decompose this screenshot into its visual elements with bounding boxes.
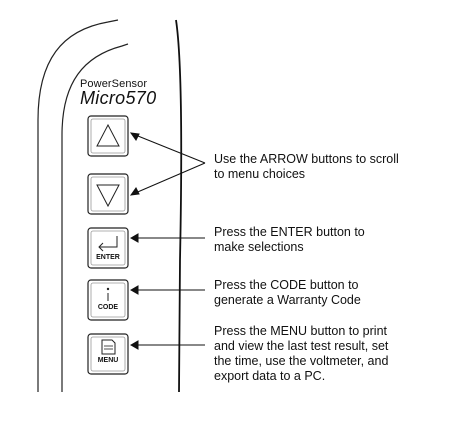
down-arrow-button[interactable]	[87, 173, 129, 215]
menu-button-label: MENU	[97, 357, 119, 364]
code-callout-line2: generate a Warranty Code	[214, 293, 361, 307]
enter-button[interactable]	[87, 227, 129, 269]
enter-button-label: ENTER	[96, 254, 120, 261]
code-callout-line1: Press the CODE button to	[214, 278, 359, 292]
enter-callout-line1: Press the ENTER button to	[214, 225, 365, 239]
arrow-callout-line1: Use the ARROW buttons to scroll	[214, 152, 399, 166]
code-button-label: CODE	[97, 304, 119, 311]
menu-callout-line4: export data to a PC.	[214, 369, 326, 383]
device-right-edge	[175, 19, 183, 393]
enter-callout-line2: make selections	[214, 240, 304, 254]
code-callout: Press the CODE button to generate a Warr…	[214, 278, 361, 308]
menu-button[interactable]	[87, 333, 129, 375]
code-button[interactable]	[87, 279, 129, 321]
up-triangle-icon	[96, 123, 120, 147]
callout-leader-lines	[129, 132, 206, 350]
menu-callout-line2: and view the last test result, set	[214, 339, 389, 353]
down-triangle-icon	[96, 184, 120, 208]
enter-callout: Press the ENTER button to make selection…	[214, 225, 365, 255]
device-inner-edge	[61, 43, 129, 392]
device-outer-edge	[37, 19, 119, 392]
menu-callout-line1: Press the MENU button to print	[214, 324, 387, 338]
enter-return-icon	[98, 236, 118, 252]
document-icon	[101, 339, 116, 355]
arrow-callout: Use the ARROW buttons to scroll to menu …	[214, 152, 399, 182]
menu-callout-line3: the time, use the voltmeter, and	[214, 354, 389, 368]
arrow-callout-line2: to menu choices	[214, 167, 306, 181]
up-arrow-button[interactable]	[87, 115, 129, 157]
brand-line: PowerSensor	[80, 78, 148, 90]
model-name: Micro570	[80, 88, 157, 108]
info-icon	[106, 287, 110, 301]
menu-callout: Press the MENU button to print and view …	[214, 324, 388, 384]
